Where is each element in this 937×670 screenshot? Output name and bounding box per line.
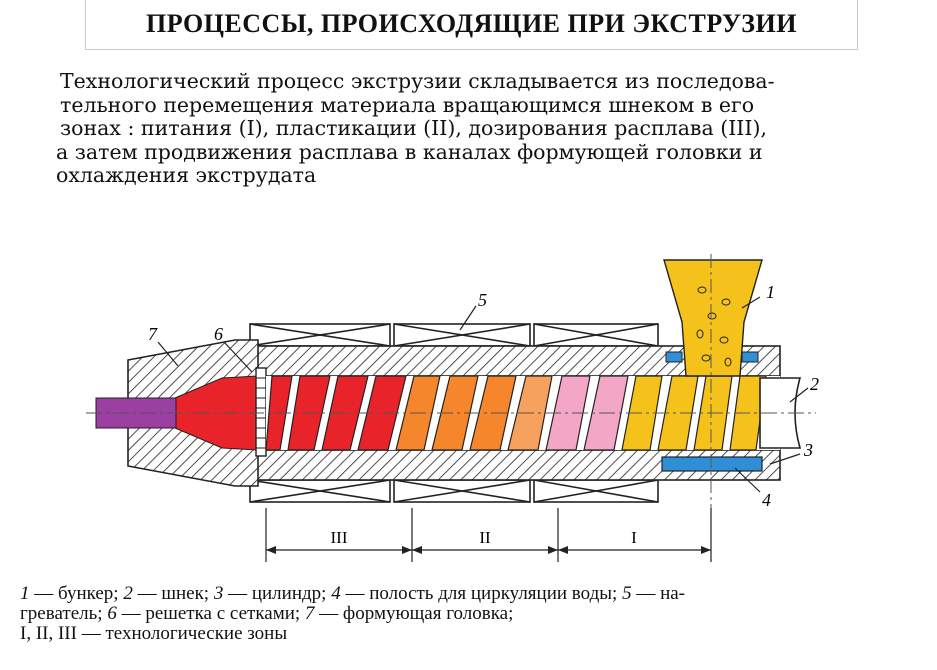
hopper-granules xyxy=(696,286,732,367)
legend: 1 — бункер; 2 — шнек; 3 — цилиндр; 4 — п… xyxy=(20,584,920,644)
screw-shank xyxy=(759,377,802,449)
legend-line-1: 1 — бункер; 2 — шнек; 3 — цилиндр; 4 — п… xyxy=(20,584,920,604)
legend-text-5: — на- xyxy=(631,583,685,604)
intro-line-5: охлаждения экструдата xyxy=(56,163,317,187)
title-box: ПРОЦЕССЫ, ПРОИСХОДЯЩИЕ ПРИ ЭКСТРУЗИИ xyxy=(85,0,858,50)
legend-text-1: — бункер; xyxy=(29,583,124,604)
legend-num-4: 4 xyxy=(331,583,341,604)
hopper xyxy=(663,259,763,377)
extruder-diagram: III II I 1 2 3 4 5 6 7 xyxy=(86,254,819,562)
legend-line-3: I, II, III — технологические зоны xyxy=(20,623,288,644)
water-cavity-top-left xyxy=(665,351,683,363)
callout-2: 2 xyxy=(810,374,819,394)
intro-line-2: тельного перемещения материала вращающим… xyxy=(60,92,755,117)
legend-text-7: — формующая головка; xyxy=(314,603,514,624)
callout-6: 6 xyxy=(214,324,223,344)
callout-leaders xyxy=(157,296,809,493)
zone-label-ii: II xyxy=(479,528,491,547)
heater-bottom-group xyxy=(249,479,659,503)
intro-line-1: Технологический процесс экструзии склады… xyxy=(60,69,775,93)
legend-text-3: — цилиндр; xyxy=(223,583,332,604)
water-cavity-top-right xyxy=(741,351,759,363)
callout-5: 5 xyxy=(478,290,487,310)
legend-num-1: 1 xyxy=(20,583,30,604)
legend-text-4: — полость для циркуляции воды; xyxy=(340,583,623,604)
legend-text-6: — решетка с сетками; xyxy=(116,603,305,624)
legend-line-2: греватель; 6 — решетка с сетками; 7 — фо… xyxy=(20,604,920,624)
legend-num-7: 7 xyxy=(304,603,315,624)
zone-label-iii: III xyxy=(331,528,348,547)
callout-4: 4 xyxy=(762,490,771,510)
intro-line-4: а затем продвижения расплава в каналах ф… xyxy=(56,139,763,164)
water-cavity xyxy=(661,456,763,472)
legend-text-5b: греватель; xyxy=(20,603,108,624)
heater-top-group xyxy=(249,323,659,347)
legend-num-6: 6 xyxy=(107,603,117,624)
legend-num-3: 3 xyxy=(213,583,224,604)
legend-num-2: 2 xyxy=(123,583,133,604)
callout-3: 3 xyxy=(803,440,813,460)
intro-text: Технологический процесс экструзии склады… xyxy=(56,69,896,188)
page-title: ПРОЦЕССЫ, ПРОИСХОДЯЩИЕ ПРИ ЭКСТРУЗИИ xyxy=(146,9,797,38)
zone-arrowheads xyxy=(266,546,711,554)
legend-text-2: — шнек; xyxy=(132,583,214,604)
legend-num-5: 5 xyxy=(622,583,632,604)
breaker-plate xyxy=(255,367,267,457)
callout-1: 1 xyxy=(766,282,775,302)
zone-label-i: I xyxy=(631,528,637,547)
intro-line-3: зонах : питания (I), пластикации (II), д… xyxy=(60,116,768,140)
callout-7: 7 xyxy=(148,324,158,344)
zone-dimension-lines xyxy=(265,508,712,562)
